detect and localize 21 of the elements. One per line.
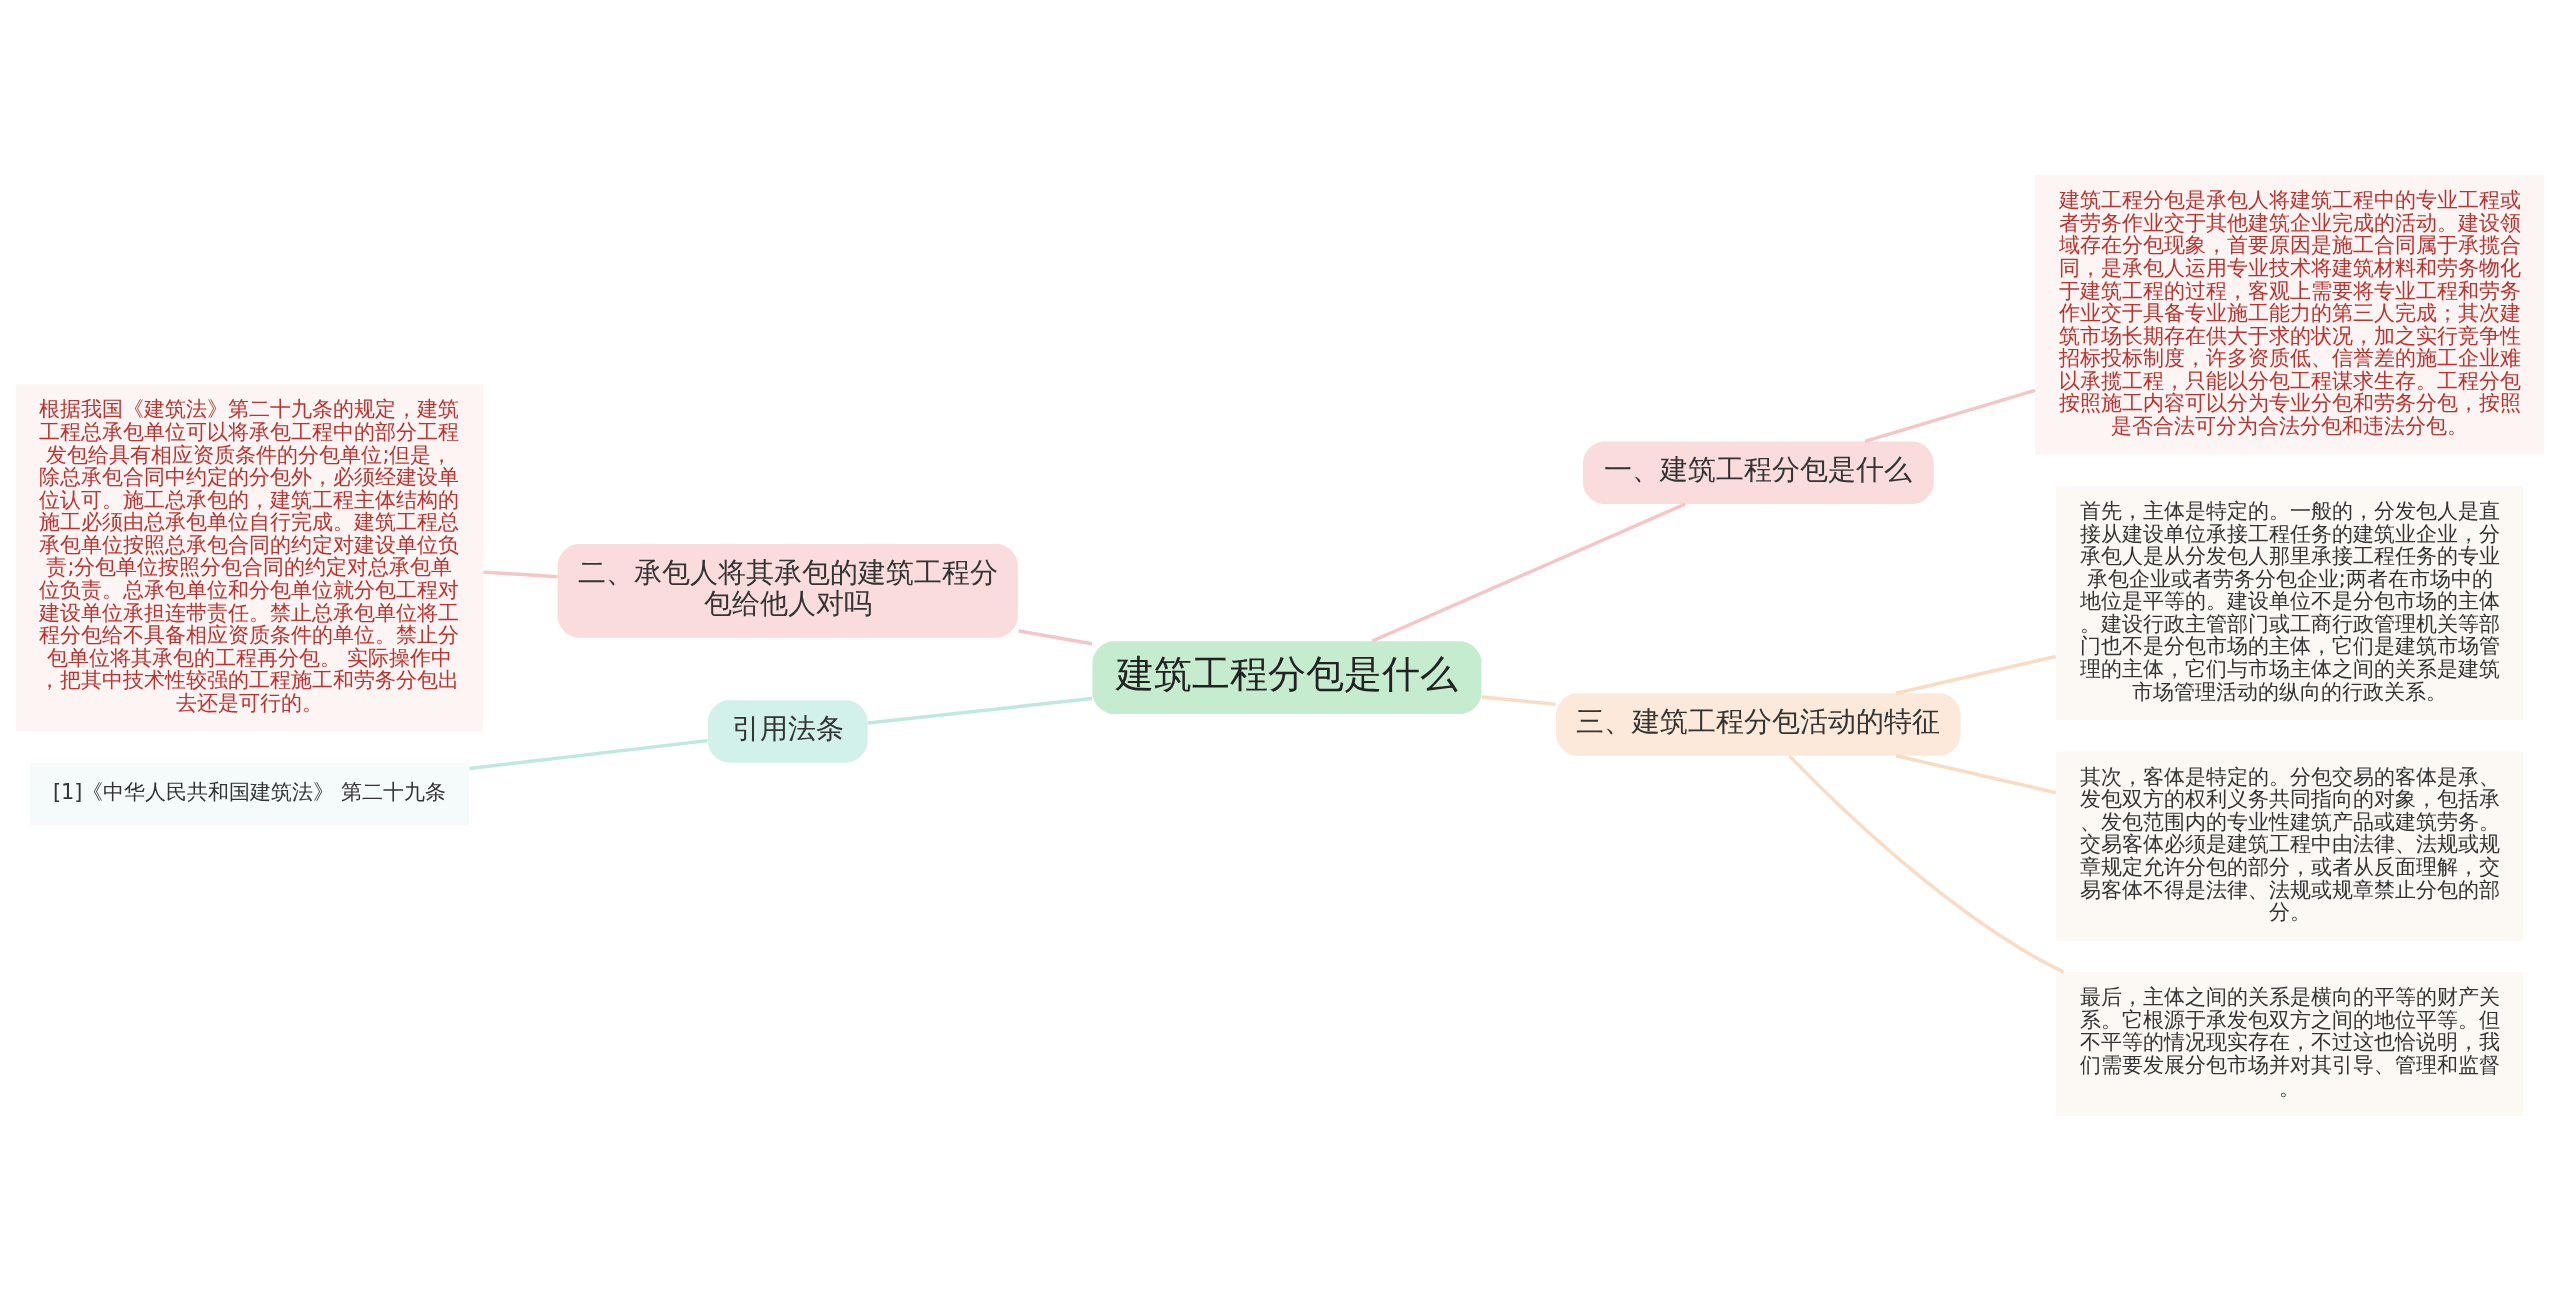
node-box: 引用法条 [707,700,868,763]
connector [483,570,558,579]
node-box: 三、建筑工程分包活动的特征 [1556,693,1961,756]
connector [1864,388,2036,443]
node-box: 建筑工程分包是什么 [1092,641,1482,715]
node-box: 其次，客体是特定的。分包交易的客体是承、发包双方的权利义务共同指向的对象，包括承、发包范围内的专业性建筑产品或建筑劳务。交易客体必须是建筑工程中由法律、法规或规章规定允许分包的部分，或者从反面理解，交易客体不得是法律、法规或规章禁止分包的部分。 [2056,751,2524,941]
node-box: 建筑工程分包是承包人将建筑工程中的专业工程或者劳务作业交于其他建筑企业完成的活动。建设领域存在分包现象，首要原因是施工合同属于承揽合同，是承包人运用专业技术将建筑材料和劳务物化于建筑工程的过程，客观上需要将专业工程和劳务作业交于具备专业施工能力的第三人完成；其次建筑市场长期存在供大于求的状况，加之实行竞争性招标投标制度，许多资质低、信誉差的施工企业难以承揽工程，只能以分包工程谋求生存。工程分包按照施工内容可以分为专业分包和劳务分包，按照是否合法可分为合法分包和违法分包。 [2035,174,2545,455]
connector [1895,654,2057,695]
connector [469,738,708,771]
connector [1895,754,2057,795]
connector [1788,754,2065,974]
connector [1481,695,1556,707]
connector [1371,502,1686,643]
node-box: 最后，主体之间的关系是横向的平等的财产关系。它根源于承发包双方之间的地位平等。但不平等的情况现实存在，不过这也恰说明，我们需要发展分包市场并对其引导、管理和监督。 [2056,971,2524,1117]
connector [867,696,1093,725]
connector [1018,629,1093,646]
node-box: 二、承包人将其承包的建筑工程分包给他人对吗 [557,543,1018,638]
node-box: 首先，主体是特定的。一般的，分发包人是直接从建设单位承接工程任务的建筑业企业，分承包人是从分发包人那里承接工程任务的专业承包企业或者劳务分包企业;两者在市场中的地位是平等的。建设单位不是分包市场的主体。建设行政主管部门或工商行政管理机关等部门也不是分包市场的主体，它们是建筑市场管理的主体，它们与市场主体之间的关系是建筑市场管理活动的纵向的行政关系。 [2056,485,2524,721]
node-box: 根据我国《建筑法》第二十九条的规定，建筑工程总承包单位可以将承包工程中的部分工程发包给具有相应资质条件的分包单位;但是，除总承包合同中约定的分包外，必须经建设单位认可。施工总承包的，建筑工程主体结构的施工必须由总承包单位自行完成。建筑工程总承包单位按照总承包合同的约定对建设单位负责;分包单位按照分包合同的约定对总承包单位负责。总承包单位和分包单位就分包工程对建设单位承担连带责任。禁止总承包单位将工程分包给不具备相应资质条件的单位。禁止分包单位将其承包的工程再分包。 实际操作中，把其中技术性较强的工程施工和劳务分包出去还是可行的。 [15,384,483,732]
node-box: [1]《中华人民共和国建筑法》 第二十九条 [29,762,470,826]
node-box: 一、建筑工程分包是什么 [1583,441,1934,504]
